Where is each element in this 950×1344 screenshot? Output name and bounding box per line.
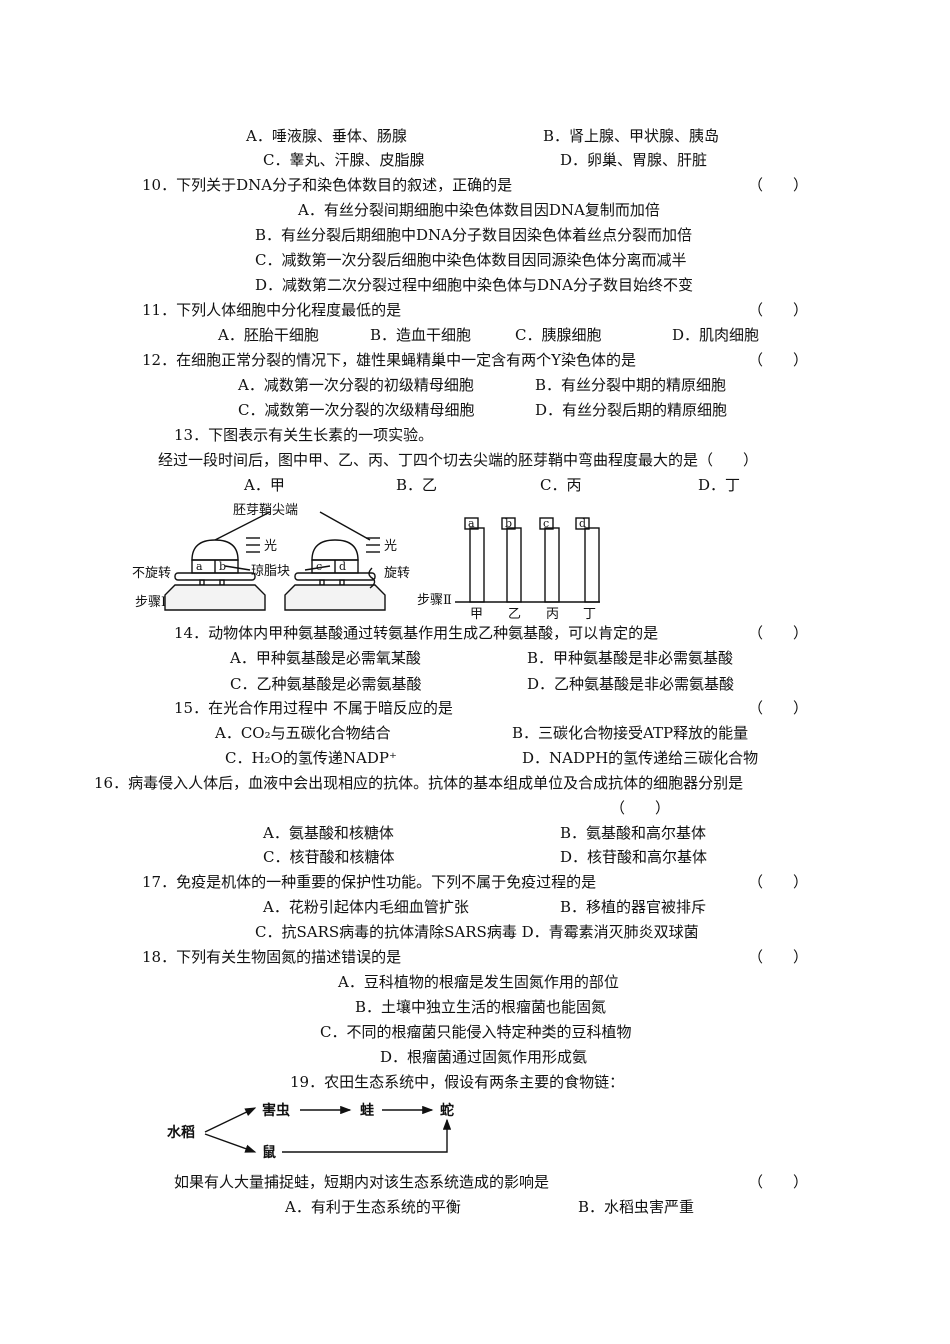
node-snake: 蛇 xyxy=(440,1102,454,1119)
q19-option-a: A．有利于生态系统的平衡 xyxy=(285,1198,461,1216)
q15-answer-paren: （ ） xyxy=(748,699,809,717)
q17-option-b: B．移植的器官被排斥 xyxy=(560,898,707,916)
q18-option-c: C．不同的根瘤菌只能侵入特定种类的豆科植物 xyxy=(320,1023,632,1041)
q16-stem: 16．病毒侵入人体后，血液中会出现相应的抗体。抗体的基本组成单位及合成抗体的细胞… xyxy=(94,774,744,792)
q11-answer-paren: （ ） xyxy=(748,301,809,319)
q14-option-a: A．甲种氨基酸是必需氧某酸 xyxy=(230,649,421,667)
light-label-left: 光 xyxy=(264,539,277,554)
q9-option-d: D．卵巢、胃腺、肝脏 xyxy=(560,151,708,169)
agar-label: 琼脂块 xyxy=(251,564,290,579)
q10-stem: 10．下列关于DNA分子和染色体数目的叙述，正确的是 xyxy=(142,176,513,194)
node-pest: 害虫 xyxy=(262,1102,290,1119)
q12-option-b: B．有丝分裂中期的精原细胞 xyxy=(535,376,727,394)
q18-option-b: B．土壤中独立生活的根瘤菌也能固氮 xyxy=(355,998,607,1016)
q10-option-d: D．减数第二次分裂过程中细胞中染色体与DNA分子数目始终不变 xyxy=(255,276,694,294)
q10-option-a: A．有丝分裂间期细胞中染色体数目因DNA复制而加倍 xyxy=(298,201,660,219)
q10-option-b: B．有丝分裂后期细胞中DNA分子数目因染色体着丝点分裂而加倍 xyxy=(255,226,693,244)
q13-stem: 13．下图表示有关生长素的一项实验。 xyxy=(174,426,434,444)
q14-option-d: D．乙种氨基酸是非必需氨基酸 xyxy=(527,675,735,693)
rotate-label: 旋转 xyxy=(384,566,410,581)
q19-option-b: B．水稻虫害严重 xyxy=(578,1198,695,1216)
q12-answer-paren: （ ） xyxy=(748,351,809,369)
q11-option-a: A．胚胎干细胞 xyxy=(218,326,319,344)
q11-option-c: C．胰腺细胞 xyxy=(515,326,602,344)
step2-label: 步骤Ⅱ xyxy=(417,593,452,608)
q16-answer-paren: （ ） xyxy=(610,799,671,817)
q11-stem: 11．下列人体细胞中分化程度最低的是 xyxy=(142,301,402,319)
node-mouse: 鼠 xyxy=(262,1144,276,1161)
q15-option-d: D．NADPH的氢传递给三碳化合物 xyxy=(522,749,759,767)
q18-option-d: D．根瘤菌通过固氮作用形成氨 xyxy=(380,1048,588,1066)
q14-answer-paren: （ ） xyxy=(748,624,809,642)
tip-label: 胚芽鞘尖端 xyxy=(233,503,298,518)
auxin-experiment-figure: 胚芽鞘尖端 光 光 琼脂块 不旋转 旋转 步骤Ⅰ 步骤Ⅱ a b c d a b… xyxy=(132,503,600,622)
q16-option-b: B．氨基酸和高尔基体 xyxy=(560,824,707,842)
q19-answer-paren: （ ） xyxy=(748,1173,809,1191)
q15-stem: 15．在光合作用过程中 不属于暗反应的是 xyxy=(174,699,453,717)
block-b: b xyxy=(219,560,226,573)
q12-option-c: C．减数第一次分裂的次级精母细胞 xyxy=(238,401,475,419)
q13-option-b: B．乙 xyxy=(396,476,438,494)
q15-option-c: C．H₂O的氢传递NADP⁺ xyxy=(225,749,397,767)
block-c: c xyxy=(316,560,322,573)
tube-label-ding: 丁 xyxy=(583,607,596,622)
node-rice: 水稻 xyxy=(167,1124,195,1141)
q9-option-a: A．唾液腺、垂体、肠腺 xyxy=(246,127,407,145)
step1-label: 步骤Ⅰ xyxy=(135,595,166,610)
q9-option-c: C．睾丸、汗腺、皮脂腺 xyxy=(263,151,425,169)
q13-option-d: D．丁 xyxy=(698,476,741,494)
light-label-right: 光 xyxy=(384,539,397,554)
tube-block-d: d xyxy=(579,517,586,530)
q13-stem-2: 经过一段时间后，图中甲、乙、丙、丁四个切去尖端的胚芽鞘中弯曲程度最大的是（ ） xyxy=(158,451,759,469)
q13-option-c: C．丙 xyxy=(540,476,582,494)
q10-answer-paren: （ ） xyxy=(748,176,809,194)
q14-option-b: B．甲种氨基酸是非必需氨基酸 xyxy=(527,649,734,667)
tube-label-bing: 丙 xyxy=(546,607,559,622)
food-chain-diagram: 水稻 害虫 蛙 蛇 鼠 xyxy=(167,1102,454,1161)
q18-option-a: A．豆科植物的根瘤是发生固氮作用的部位 xyxy=(338,973,619,991)
no-rotate-label: 不旋转 xyxy=(132,566,171,581)
q9-option-b: B．肾上腺、甲状腺、胰岛 xyxy=(543,127,720,145)
block-d: d xyxy=(339,560,346,573)
q16-option-a: A．氨基酸和核糖体 xyxy=(263,824,394,842)
q15-option-b: B．三碳化合物接受ATP释放的能量 xyxy=(512,724,749,742)
q14-option-c: C．乙种氨基酸是必需氨基酸 xyxy=(230,675,422,693)
node-frog: 蛙 xyxy=(360,1102,374,1119)
q16-option-c: C．核苷酸和核糖体 xyxy=(263,848,395,866)
q18-answer-paren: （ ） xyxy=(748,948,809,966)
block-a: a xyxy=(196,560,203,573)
q12-stem: 12．在细胞正常分裂的情况下，雄性果蝇精巢中一定含有两个Y染色体的是 xyxy=(142,351,636,369)
tube-block-b: b xyxy=(505,517,512,530)
q12-option-d: D．有丝分裂后期的精原细胞 xyxy=(535,401,728,419)
q10-option-c: C．减数第一次分裂后细胞中染色体数目因同源染色体分离而减半 xyxy=(255,251,687,269)
q13-option-a: A．甲 xyxy=(244,476,285,494)
q17-option-cd: C．抗SARS病毒的抗体清除SARS病毒 D．青霉素消灭肺炎双球菌 xyxy=(255,923,699,941)
q19-stem: 19．农田生态系统中，假设有两条主要的食物链： xyxy=(290,1073,625,1091)
q19-stem-2: 如果有人大量捕捉蛙，短期内对该生态系统造成的影响是 xyxy=(174,1173,550,1191)
q16-option-d: D．核苷酸和高尔基体 xyxy=(560,848,708,866)
tube-label-yi: 乙 xyxy=(508,607,521,622)
tube-block-a: a xyxy=(468,517,475,530)
q17-option-a: A．花粉引起体内毛细血管扩张 xyxy=(263,898,469,916)
tube-label-jia: 甲 xyxy=(470,607,483,622)
q11-option-d: D．肌肉细胞 xyxy=(672,326,760,344)
q17-answer-paren: （ ） xyxy=(748,873,809,891)
tube-block-c: c xyxy=(543,517,549,530)
q18-stem: 18．下列有关生物固氮的描述错误的是 xyxy=(142,948,402,966)
q11-option-b: B．造血干细胞 xyxy=(370,326,472,344)
q17-stem: 17．免疫是机体的一种重要的保护性功能。下列不属于免疫过程的是 xyxy=(142,873,597,891)
q12-option-a: A．减数第一次分裂的初级精母细胞 xyxy=(238,376,474,394)
q14-stem: 14．动物体内甲种氨基酸通过转氨基作用生成乙种氨基酸，可以肯定的是 xyxy=(174,624,659,642)
q15-option-a: A．CO₂与五碳化合物结合 xyxy=(215,724,391,742)
